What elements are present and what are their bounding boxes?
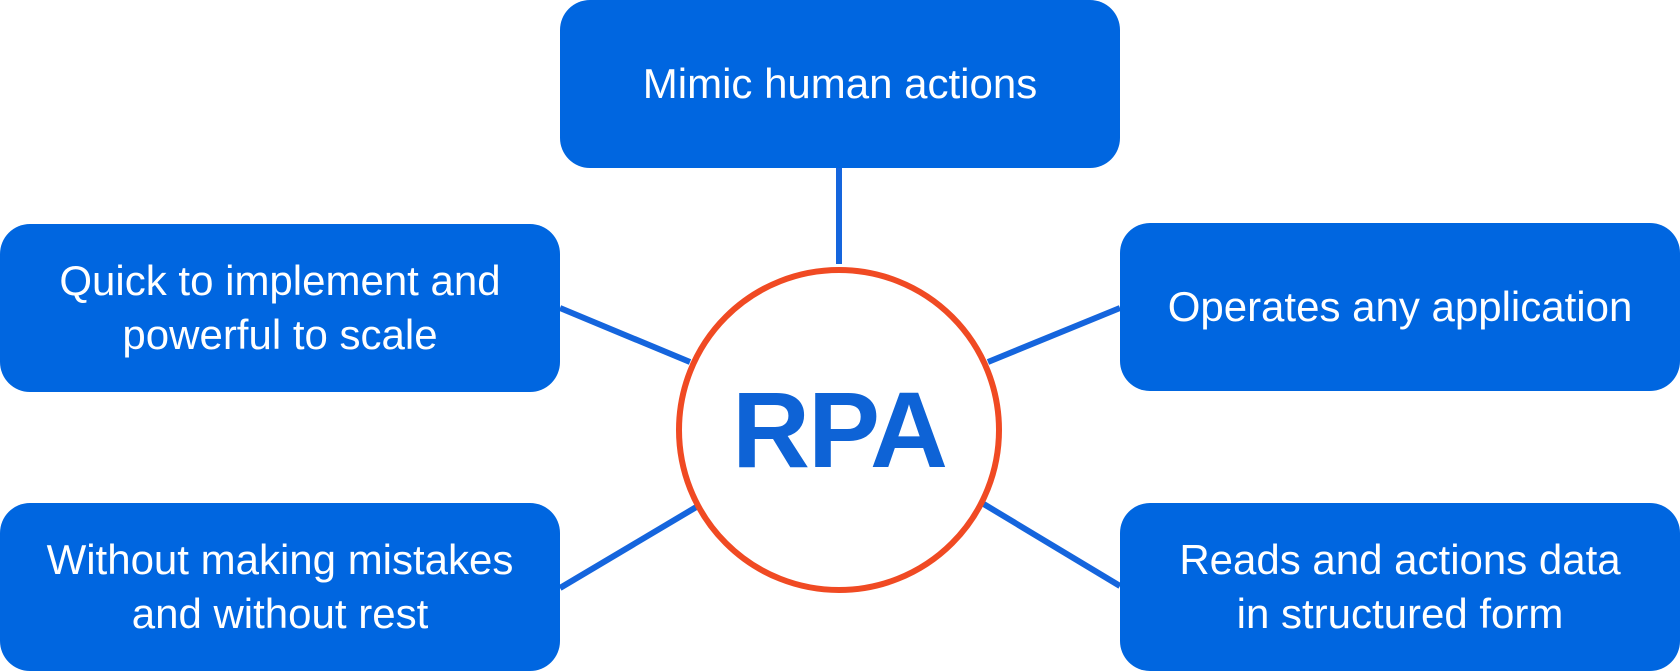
rpa-hub-circle: RPA [676, 267, 1002, 593]
node-label: Reads and actions data in structured for… [1179, 536, 1621, 637]
node-operates-any-application: Operates any application [1120, 223, 1680, 391]
connector-middle-left [558, 305, 692, 365]
node-without-mistakes: Without making mistakes and without rest [0, 503, 560, 671]
node-label: Mimic human actions [642, 60, 1038, 107]
hub-label: RPA [731, 369, 948, 490]
node-reads-structured-data: Reads and actions data in structured for… [1120, 503, 1680, 671]
connector-bottom-left [558, 503, 700, 591]
connector-bottom-right [980, 500, 1122, 589]
connector-middle-right [986, 305, 1122, 365]
node-label: Operates any application [1167, 283, 1633, 330]
node-quick-to-implement: Quick to implement and powerful to scale [0, 224, 560, 392]
node-label: Quick to implement and powerful to scale [59, 257, 501, 358]
node-label: Without making mistakes and without rest [46, 536, 514, 637]
node-mimic-human-actions: Mimic human actions [560, 0, 1120, 168]
